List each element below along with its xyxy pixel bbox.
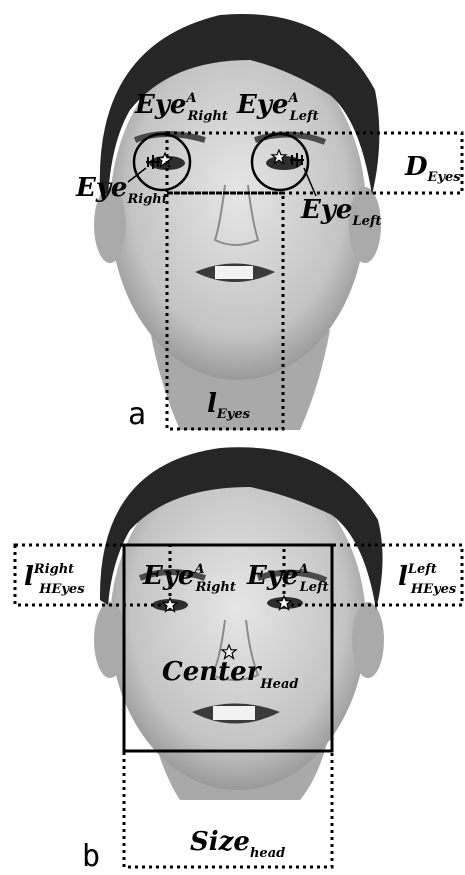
panel-letter-b: b xyxy=(82,839,100,874)
face-photo-b xyxy=(94,447,384,800)
label-d-eyes: DEyes xyxy=(404,152,461,185)
eye-right-cross-marker xyxy=(146,155,160,169)
eye-left-cross-marker xyxy=(290,153,304,167)
panel-letter-a: a xyxy=(128,397,146,432)
label-size-head: Sizehead xyxy=(190,827,285,861)
